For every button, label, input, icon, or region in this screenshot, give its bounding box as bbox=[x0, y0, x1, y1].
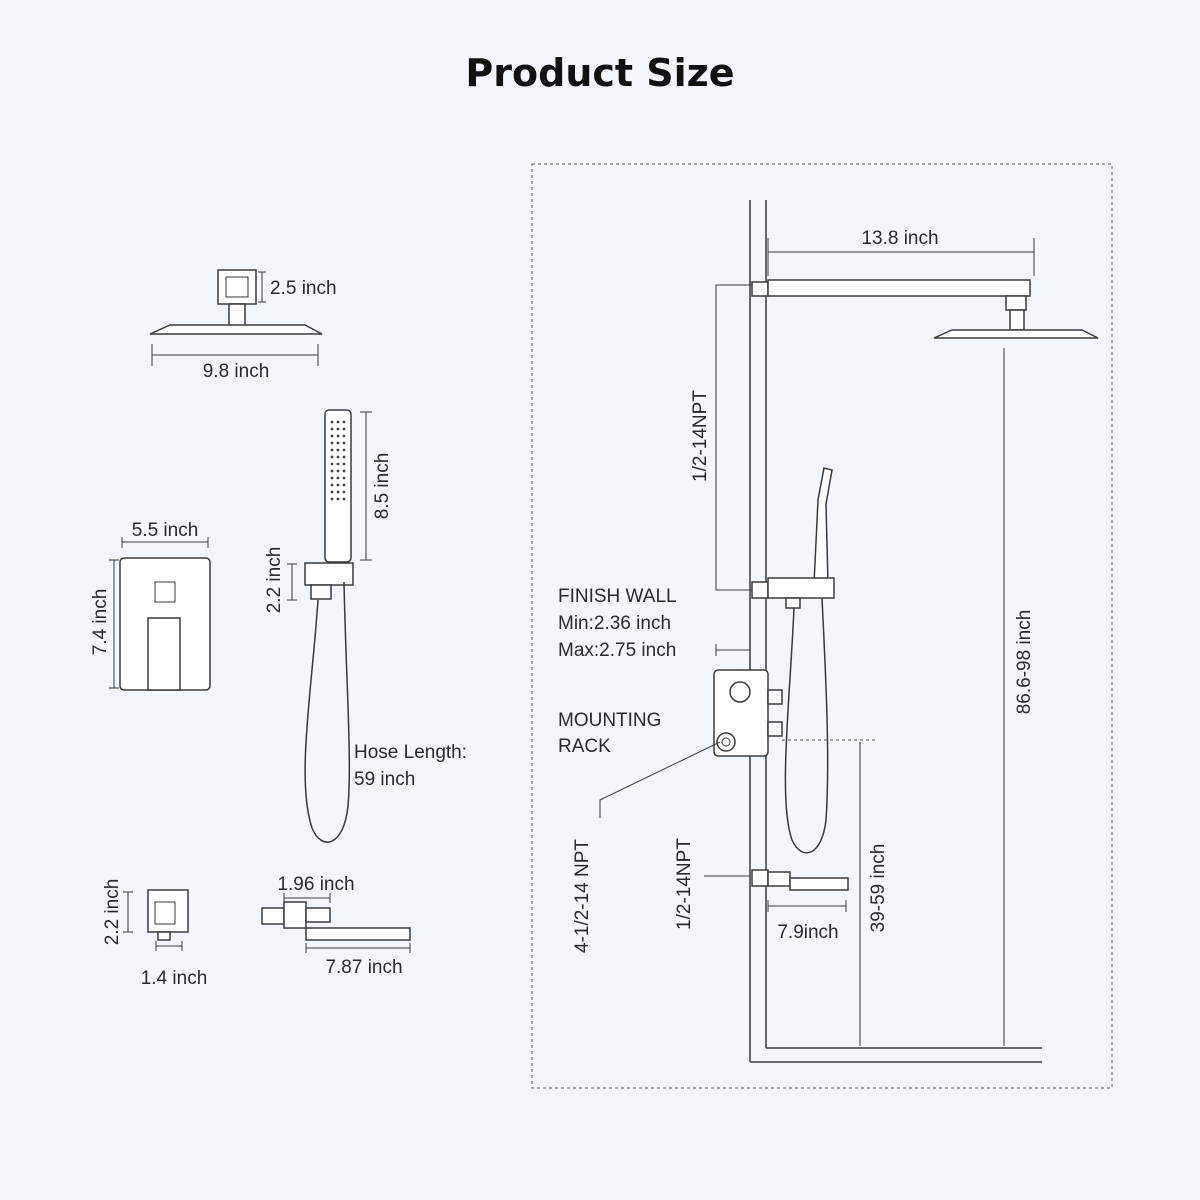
nozzle-dot bbox=[330, 483, 334, 487]
nozzle-dot bbox=[330, 441, 334, 445]
nozzle-dot bbox=[330, 462, 334, 466]
head-width-label: 9.8 inch bbox=[203, 361, 270, 382]
nozzle-dot bbox=[342, 427, 346, 431]
nozzle-dot bbox=[342, 441, 346, 445]
npt-top-label: 1/2-14NPT bbox=[690, 390, 711, 482]
nozzle-dot bbox=[330, 469, 334, 473]
nozzle-dot bbox=[336, 483, 340, 487]
shower-head-drawing bbox=[149, 269, 323, 366]
nozzle-dot bbox=[342, 448, 346, 452]
finish-wall-max: Max:2.75 inch bbox=[558, 640, 676, 661]
nozzle-dot bbox=[330, 490, 334, 494]
nozzle-dot bbox=[336, 448, 340, 452]
nozzle-dot bbox=[330, 448, 334, 452]
nozzle-dot bbox=[336, 497, 340, 501]
nozzle-dot bbox=[330, 434, 334, 438]
nozzle-dot bbox=[342, 476, 346, 480]
spout-reach-label: 7.9inch bbox=[777, 922, 838, 943]
nozzle-dot bbox=[342, 483, 346, 487]
nozzle-dot bbox=[342, 455, 346, 459]
holder-height-label: 2.2 inch bbox=[264, 547, 285, 614]
tub-spout-drawing bbox=[261, 893, 411, 953]
valve-trim-drawing bbox=[109, 537, 211, 691]
head-height-label: 2.5 inch bbox=[270, 278, 337, 299]
nozzle-dot bbox=[342, 434, 346, 438]
nozzle-dot bbox=[342, 469, 346, 473]
arm-length-label: 13.8 inch bbox=[861, 228, 938, 249]
nozzle-dot bbox=[336, 455, 340, 459]
finish-wall-min: Min:2.36 inch bbox=[558, 613, 671, 634]
npt-bottom-label: 1/2-14NPT bbox=[674, 838, 695, 930]
spout-depth-label: 1.96 inch bbox=[277, 874, 354, 895]
valve-height-label: 7.4 inch bbox=[90, 589, 111, 656]
nozzle-dot bbox=[336, 490, 340, 494]
hose-length-label-line2: 59 inch bbox=[354, 769, 415, 790]
nozzle-dot bbox=[336, 420, 340, 424]
nozzle-dot bbox=[342, 420, 346, 424]
nozzle-dot bbox=[330, 497, 334, 501]
finish-wall-title: FINISH WALL bbox=[558, 586, 677, 607]
nozzle-dot bbox=[336, 441, 340, 445]
nozzle-dot bbox=[342, 490, 346, 494]
nozzle-dot bbox=[342, 497, 346, 501]
outlet-drawing bbox=[123, 889, 189, 951]
mounting-rack-drawing bbox=[599, 644, 783, 818]
nozzle-dot bbox=[342, 462, 346, 466]
handheld-shower-drawing bbox=[287, 409, 372, 843]
nozzle-dot bbox=[330, 420, 334, 424]
nozzle-dot bbox=[336, 469, 340, 473]
mounting-rack-label-line1: MOUNTING bbox=[558, 710, 661, 731]
nozzle-dot bbox=[330, 455, 334, 459]
head-height-installed-label: 86.6-98 inch bbox=[1014, 610, 1035, 715]
tub-spout-installed-drawing bbox=[704, 869, 849, 912]
outlet-width-label: 1.4 inch bbox=[141, 968, 208, 989]
hose-length-label-line1: Hose Length: bbox=[354, 742, 467, 763]
outlet-height-label: 2.2 inch bbox=[102, 879, 123, 946]
npt-bracket-top bbox=[715, 284, 752, 591]
wall-section bbox=[749, 200, 1042, 1063]
nozzle-dot bbox=[336, 462, 340, 466]
spray-nozzles bbox=[330, 420, 346, 501]
spout-length-label: 7.87 inch bbox=[325, 957, 402, 978]
npt-rack-label: 4-1/2-14 NPT bbox=[572, 839, 593, 953]
nozzle-dot bbox=[336, 427, 340, 431]
nozzle-dot bbox=[336, 434, 340, 438]
installation-panel-frame bbox=[531, 163, 1113, 1089]
page-title: Product Size bbox=[465, 51, 734, 95]
handheld-length-label: 8.5 inch bbox=[372, 453, 393, 520]
nozzle-dot bbox=[336, 476, 340, 480]
shower-arm-drawing bbox=[751, 238, 1099, 339]
spout-height-label: 39-59 inch bbox=[868, 844, 889, 933]
height-dimensions bbox=[782, 348, 1005, 1046]
valve-width-label: 5.5 inch bbox=[132, 520, 199, 541]
handheld-installed-drawing bbox=[751, 467, 835, 854]
mounting-rack-label-line2: RACK bbox=[558, 736, 611, 757]
nozzle-dot bbox=[330, 427, 334, 431]
nozzle-dot bbox=[330, 476, 334, 480]
